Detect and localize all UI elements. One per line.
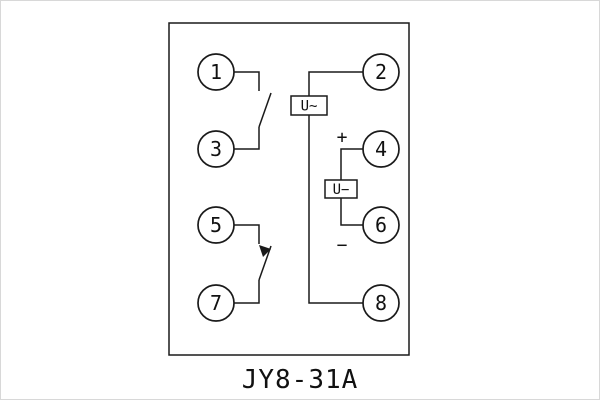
- wire-terminal3-stub: [234, 127, 260, 150]
- terminal-4-circle: [362, 130, 400, 168]
- terminal-1-circle: [197, 53, 235, 91]
- wire-terminal4-to-dc-box: [340, 148, 363, 180]
- wire-terminal1-stub: [234, 71, 260, 91]
- terminal-8-label: 8: [375, 291, 387, 315]
- contact-blade-1-3: [258, 92, 272, 128]
- wire-terminal5-stub: [234, 224, 260, 244]
- terminal-6-label: 6: [375, 213, 387, 237]
- terminal-7-label: 7: [210, 291, 222, 315]
- terminal-6-circle: [362, 206, 400, 244]
- plus-label: +: [337, 127, 348, 148]
- wire-terminal7-stub: [234, 280, 260, 304]
- terminal-2-label: 2: [375, 60, 387, 84]
- terminal-3-circle: [197, 130, 235, 168]
- terminal-7-circle: [197, 284, 235, 322]
- ac-source-label: U~: [301, 99, 318, 115]
- wire-ac-box-to-terminal8: [308, 115, 363, 304]
- terminal-1-label: 1: [210, 60, 222, 84]
- minus-label: −: [337, 235, 348, 256]
- model-caption: JY8-31A: [241, 365, 359, 395]
- terminal-5-circle: [197, 206, 235, 244]
- diagram-border: [168, 22, 410, 356]
- dc-source-label: U−: [333, 182, 350, 198]
- terminal-3-label: 3: [210, 137, 222, 161]
- terminal-4-label: 4: [375, 137, 387, 161]
- terminal-5-label: 5: [210, 213, 222, 237]
- contact-arrow-icon: [259, 245, 271, 257]
- terminal-8-circle: [362, 284, 400, 322]
- contact-blade-5-7: [258, 245, 272, 281]
- wire-dc-box-to-terminal6: [340, 198, 363, 226]
- wire-terminal2-to-ac-box: [308, 71, 363, 96]
- terminal-2-circle: [362, 53, 400, 91]
